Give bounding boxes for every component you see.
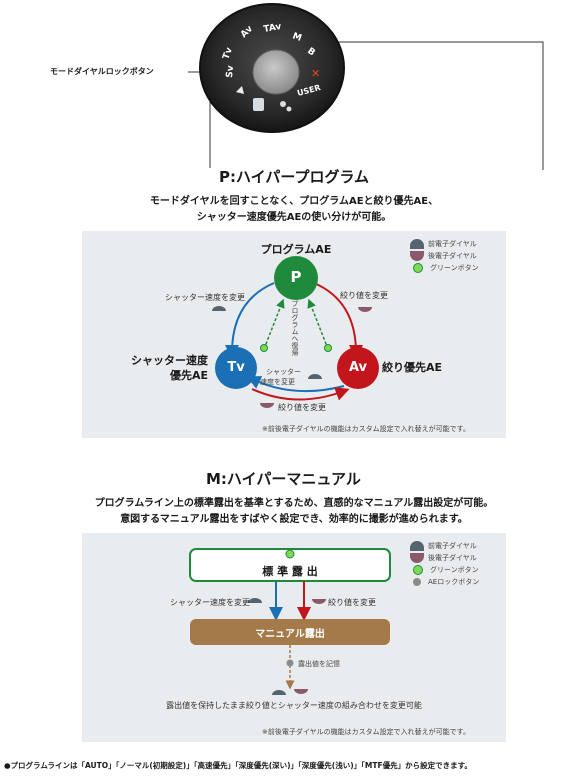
lbl-shutter-bottom-2: 速度を変更 (260, 378, 295, 386)
lbl-aperture-right: 絞り値を変更 (340, 291, 388, 300)
legend-front-dial: 前電子ダイヤル (428, 542, 477, 550)
x-sync-icon: ✕ (311, 67, 320, 80)
box-standard-exposure (189, 548, 391, 582)
green-button-icon (413, 565, 423, 575)
arrow-p-to-av (313, 282, 363, 359)
lbl-aperture-bottom: 絞り値を変更 (278, 403, 326, 412)
node-av-label: Av (348, 360, 368, 375)
rear-dial-icon-bottom (260, 403, 274, 408)
dial-mark-b: B (305, 46, 316, 58)
m-lbl-memory: 露出値を記憶 (298, 660, 340, 668)
green-button-dot-right (324, 344, 332, 352)
node-p-label: P (290, 268, 302, 286)
scene-icon (280, 101, 286, 107)
m-desc-line1: プログラムライン上の標準露出を基準とするため、直感的なマニュアル露出設定が可能。 (94, 498, 494, 509)
rear-dial-icon (358, 307, 372, 312)
dial-lock-knob[interactable] (253, 50, 299, 94)
p-desc-line2: シャッター速度優先AEの使い分けが可能。 (196, 212, 392, 223)
m-lbl-aperture: 絞り値を変更 (328, 598, 376, 607)
manual-exposure-label: マニュアル露出 (255, 629, 325, 640)
p-note: ※前後電子ダイヤルの機能はカスタム設定で入れ替えが可能です。 (262, 425, 470, 433)
green-mode-icon (236, 86, 244, 94)
m-desc-line2: 意図するマニュアル露出をすばやく設定でき、効率的に撮影が進められます。 (120, 514, 468, 525)
footer-note: ●プログラムラインは「AUTO」「ノーマル(初期設定)」「高速優先」「深度優先(… (4, 761, 472, 770)
p-legend: 前電子ダイヤル 後電子ダイヤル グリーンボタン (410, 238, 479, 274)
dial-lock-label: モードダイヤルロックボタン (50, 67, 154, 76)
tv-label-line2: 優先AE (169, 369, 208, 382)
m-lbl-shift: 露出値を保持したまま絞り値とシャッター速度の組み合わせを変更可能 (166, 701, 422, 710)
lbl-program-return: プログラムへ復帰 (291, 300, 299, 356)
program-ae-label: プログラムAE (260, 243, 332, 256)
dial-mark-tv: Tv (221, 46, 235, 61)
legend-rear-dial: 後電子ダイヤル (428, 554, 477, 562)
green-return-left (263, 298, 285, 350)
front-dial-icon-m (248, 598, 262, 603)
rear-dial-icon (410, 251, 424, 261)
mode-dial[interactable] (199, 3, 345, 133)
rear-dial-icon-shift (294, 689, 308, 694)
ae-lock-dot (286, 659, 294, 667)
lbl-shutter-left: シャッター速度を変更 (165, 293, 245, 302)
auto-mode-icon (253, 98, 264, 111)
m-section-title: M:ハイパーマニュアル (206, 470, 361, 488)
node-tv-label: Tv (227, 360, 245, 375)
dial-mark-m: M (291, 31, 303, 43)
tv-label-line1: シャッター速度 (131, 354, 208, 367)
p-desc-line1: モードダイヤルを回すことなく、プログラムAEと絞り優先AE、 (149, 196, 439, 207)
legend-green-button: グリーンボタン (430, 566, 479, 574)
node-av (337, 347, 379, 389)
green-return-right (307, 298, 329, 350)
green-button-dot (285, 549, 295, 559)
m-lbl-shutter: シャッター速度を変更 (170, 598, 250, 607)
m-diagram (189, 548, 391, 695)
lbl-shutter-bottom-1: シャッター (266, 368, 301, 376)
ae-lock-icon (413, 578, 421, 586)
dial-area: Tv Av M B TAv Sv USER ✕ (188, 3, 544, 170)
arrow-p-to-tv (225, 282, 275, 359)
legend-rear-dial: 後電子ダイヤル (428, 252, 477, 260)
m-legend: 前電子ダイヤル 後電子ダイヤル グリーンボタン AEロックボタン (410, 540, 479, 588)
node-p (274, 256, 318, 300)
front-dial-icon (410, 239, 424, 249)
legend-ae-lock: AEロックボタン (428, 578, 480, 586)
legend-front-dial: 前電子ダイヤル (428, 240, 477, 248)
legend-green-button: グリーンボタン (430, 264, 479, 272)
front-dial-icon (212, 306, 226, 311)
standard-exposure-label: 標 準 露 出 (262, 565, 318, 578)
rear-dial-icon (410, 553, 424, 563)
front-dial-icon-bottom (308, 374, 322, 379)
front-dial-icon (410, 541, 424, 551)
green-button-icon (413, 263, 423, 273)
connector-line-m (325, 41, 544, 170)
rear-dial-icon-m (312, 599, 326, 604)
p-section-title: P:ハイパープログラム (218, 168, 370, 186)
arrow-tv-to-av (251, 387, 350, 401)
front-dial-icon-shift (272, 690, 286, 695)
dial-mark-sv: Sv (225, 65, 236, 78)
dial-mark-tav: TAv (263, 22, 283, 35)
m-note: ※前後電子ダイヤルの機能はカスタム設定で入れ替えが可能です。 (262, 728, 470, 736)
av-label: 絞り優先AE (382, 361, 443, 374)
green-button-dot-left (260, 344, 268, 352)
node-tv (215, 347, 257, 389)
box-manual-exposure (190, 619, 390, 645)
p-diagram (212, 256, 379, 408)
